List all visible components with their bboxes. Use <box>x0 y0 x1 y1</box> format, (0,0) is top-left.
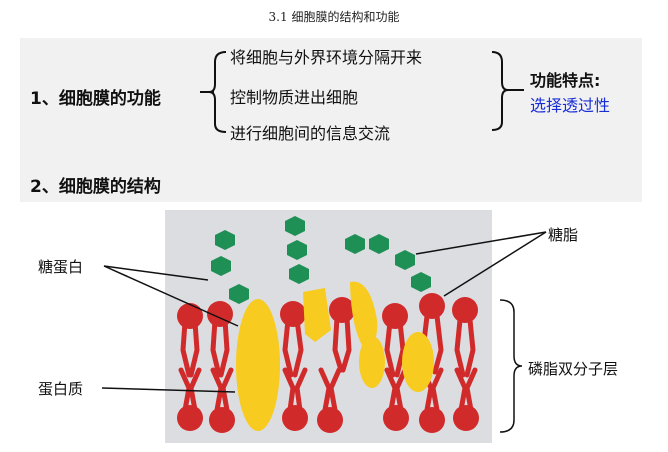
label-glycoprotein: 糖蛋白 <box>38 258 84 276</box>
phospholipid-heads-upper <box>177 293 478 329</box>
summary-panel <box>20 38 642 202</box>
label-protein: 蛋白质 <box>38 380 84 398</box>
section-structure-title: 2、细胞膜的结构 <box>30 177 161 197</box>
membrane-proteins <box>236 281 434 431</box>
feature-value: 选择透过性 <box>530 96 611 115</box>
feature-label: 功能特点: <box>530 71 601 90</box>
summary-braces <box>200 51 524 133</box>
phospholipid-tails-upper <box>180 313 476 378</box>
left-brace <box>208 51 227 133</box>
membrane-model-illustration <box>177 216 479 433</box>
phospholipid-tails-lower <box>178 367 478 413</box>
label-glycolipid: 糖脂 <box>548 226 579 244</box>
page-caption: 3.1 细胞膜的结构和功能 <box>268 10 400 24</box>
label-phospholipid-bilayer: 磷脂双分子层 <box>528 360 619 378</box>
bilayer-bracket <box>499 299 523 433</box>
sugar-chains <box>211 216 431 304</box>
function-item: 进行细胞间的信息交流 <box>230 124 391 143</box>
membrane-model-photo <box>165 210 492 443</box>
section-function-title: 1、细胞膜的功能 <box>30 89 161 109</box>
function-item: 将细胞与外界环境分隔开来 <box>230 48 423 67</box>
phospholipid-heads-lower <box>177 405 479 433</box>
function-item: 控制物质进出细胞 <box>230 88 359 107</box>
